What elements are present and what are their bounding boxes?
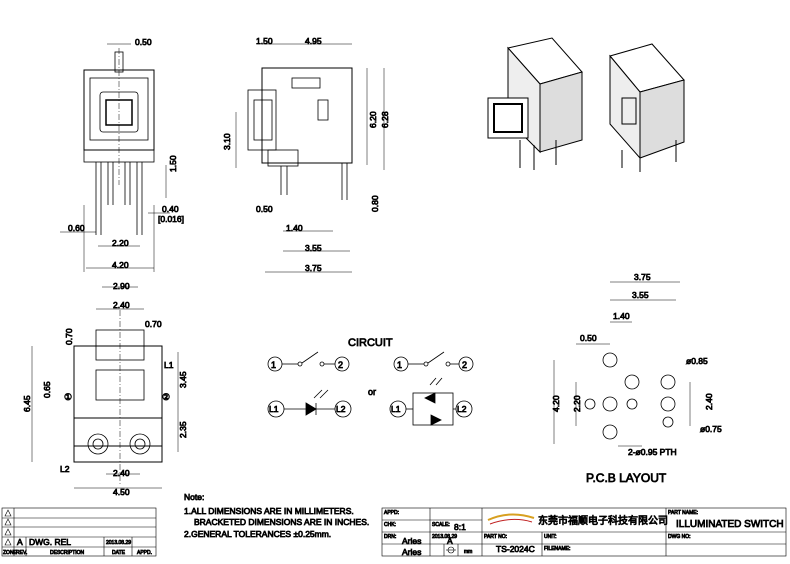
- pcb-layout: [553, 281, 691, 447]
- tb-company: 东莞市福顺电子科技有限公司: [538, 514, 668, 527]
- circuit-led-single: [267, 389, 352, 418]
- bottom-dim-left-b: 0.65: [42, 381, 52, 398]
- circuit-switch-b: [393, 351, 474, 372]
- tb-drawn-label: DRN:: [384, 534, 396, 540]
- side-dim-top-a: 1.50: [256, 36, 273, 46]
- circuit-b-pin2: 2: [462, 360, 467, 370]
- tb-appd-label: APPD:: [384, 510, 399, 516]
- tb-drawn-by: Aries: [402, 536, 421, 546]
- circuit-b-pin1: 1: [397, 360, 402, 370]
- circuit-bi-l2: L2: [457, 404, 467, 414]
- side-dim-left: 3.10: [222, 133, 232, 150]
- pcb-dim-top-c: 1.40: [613, 311, 630, 321]
- side-dim-bottom-a: 0.50: [256, 204, 273, 214]
- circuit-or: or: [368, 387, 376, 397]
- circuit-switch-a: [267, 351, 350, 372]
- pcb-dim-pth: 2-ø0.95 PTH: [628, 447, 677, 457]
- company-logo: [487, 513, 535, 525]
- bottom-dim-top-c: 0.70: [145, 319, 162, 329]
- tb-part-name: ILLUMINATED SWITCH: [676, 519, 784, 530]
- tb-filename-label: FILENAME:: [544, 546, 570, 552]
- rev-date: 2013.08.29: [106, 540, 131, 546]
- rev-header-rev: REV.: [16, 550, 27, 556]
- pcb-dim-top-a: 3.75: [634, 272, 651, 282]
- pcb-dim-left-a: 4.20: [551, 395, 561, 412]
- front-dim-right-a: 1.50: [168, 155, 178, 172]
- side-dim-bottom-b: 1.40: [286, 223, 303, 233]
- rev-header-date: DATE: [112, 550, 126, 556]
- front-dim-right-b: 0.40: [162, 204, 179, 214]
- bottom-label-l2: L2: [60, 464, 70, 474]
- bottom-view: [31, 286, 179, 489]
- side-dim-bottom-d: 3.75: [305, 263, 322, 273]
- tb-dwg-no-label: DWG NO:: [668, 534, 691, 540]
- side-view: [235, 43, 385, 273]
- circuit-title: CIRCUIT: [348, 337, 393, 349]
- rev-header-appd: APPD.: [137, 550, 152, 556]
- notes-title: Note:: [184, 492, 204, 502]
- notes-line-1: 1.ALL DIMENSIONS ARE IN MILLIMETERS.: [184, 506, 354, 516]
- front-dim-inner: 2.20: [112, 238, 129, 248]
- tb-size: A: [447, 536, 453, 546]
- rev-header-zone: ZONE: [3, 550, 18, 556]
- pcb-dim-top-b: 3.55: [632, 290, 649, 300]
- side-dim-right-a: 6.20: [368, 111, 378, 128]
- tb-checked-by: Aries: [402, 547, 421, 557]
- circuit-a-pin2: 2: [338, 360, 343, 370]
- tb-date: 2013.08.29: [432, 534, 457, 540]
- circuit-led-l1: L1: [269, 404, 279, 414]
- pcb-dim-hole-a: ø0.85: [686, 356, 708, 366]
- front-dim-left: 0.60: [68, 223, 85, 233]
- bottom-dim-bottom-b: 4.50: [113, 487, 130, 497]
- tb-unit-label: UNIT:: [544, 534, 557, 540]
- pcb-dim-left-b: 2.20: [572, 395, 582, 412]
- circuit-bi-l1: L1: [391, 404, 401, 414]
- tb-part-name-label: PART NAME:: [668, 510, 698, 516]
- pcb-dim-top-d: 0.50: [580, 333, 597, 343]
- pcb-dim-right-a: 2.40: [704, 393, 714, 410]
- bottom-dim-left-a: 0.70: [64, 328, 74, 345]
- side-dim-top-b: 4.95: [305, 36, 322, 46]
- bottom-label-pin2: ②: [162, 392, 170, 402]
- tb-unit: mm: [464, 549, 472, 555]
- circuit-a-pin1: 1: [271, 360, 276, 370]
- tb-part-no: TS-2024C: [496, 544, 535, 554]
- revision-block: [1, 507, 157, 557]
- tb-part-no-label: PART NO:: [484, 534, 507, 540]
- notes-line-2: BRACKETED DIMENSIONS ARE IN INCHES.: [194, 517, 369, 527]
- isometric-view-2: [609, 43, 685, 172]
- bottom-dim-right-a: 3.45: [178, 371, 188, 388]
- side-dim-right-b: 6.28: [380, 111, 390, 128]
- bottom-label-l1: L1: [164, 360, 174, 370]
- notes-line-3: 2.GENERAL TOLERANCES ±0.25mm.: [184, 529, 331, 539]
- rev-header-description: DESCRIPTION: [50, 550, 85, 556]
- side-dim-bottom-c: 3.55: [305, 243, 322, 253]
- tb-scale: 8:1: [454, 522, 466, 532]
- circuit-led-bicolor: [389, 377, 473, 426]
- isometric-view-1: [487, 37, 583, 170]
- pcb-title: P.C.B LAYOUT: [586, 471, 667, 485]
- front-dim-top: 0.50: [135, 37, 152, 47]
- pcb-dim-hole-b: ø0.75: [700, 424, 722, 434]
- rev-description: DWG. REL: [29, 537, 71, 547]
- bottom-label-pin1: ①: [64, 392, 72, 402]
- bottom-dim-bottom-a: 2.40: [113, 468, 130, 478]
- front-dim-right-c: [0.016]: [158, 214, 184, 224]
- bottom-dim-top-b: 2.40: [113, 300, 130, 310]
- tb-scale-label: SCALE:: [432, 522, 450, 528]
- bottom-dim-left-c: 6.45: [22, 395, 32, 412]
- tb-checked-label: CHK:: [384, 522, 396, 528]
- bottom-dim-right-b: 2.35: [178, 421, 188, 438]
- bottom-dim-top-a: 2.90: [113, 281, 130, 291]
- title-block: [381, 507, 787, 557]
- side-dim-lead: 0.80: [370, 195, 380, 212]
- rev-letter: A: [17, 537, 23, 547]
- front-dim-outer: 4.20: [112, 260, 129, 270]
- circuit-led-l2: L2: [336, 404, 346, 414]
- front-view: [60, 43, 170, 272]
